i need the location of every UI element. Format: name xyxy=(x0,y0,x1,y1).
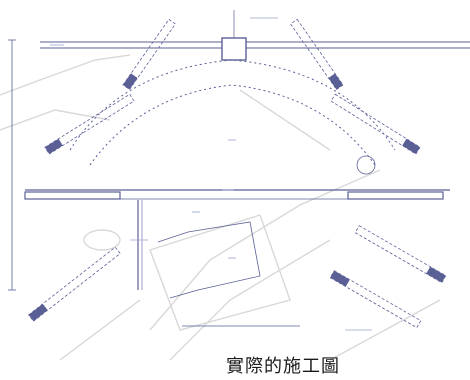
dimension-ticks xyxy=(50,17,372,331)
circle-marker xyxy=(356,155,376,175)
background-watermark-sketch xyxy=(0,54,441,361)
drawing-linework xyxy=(8,10,470,327)
dotted-arc xyxy=(69,59,396,166)
figure-caption: 實際的施工圖 xyxy=(226,356,340,377)
radial-pews xyxy=(28,18,447,329)
